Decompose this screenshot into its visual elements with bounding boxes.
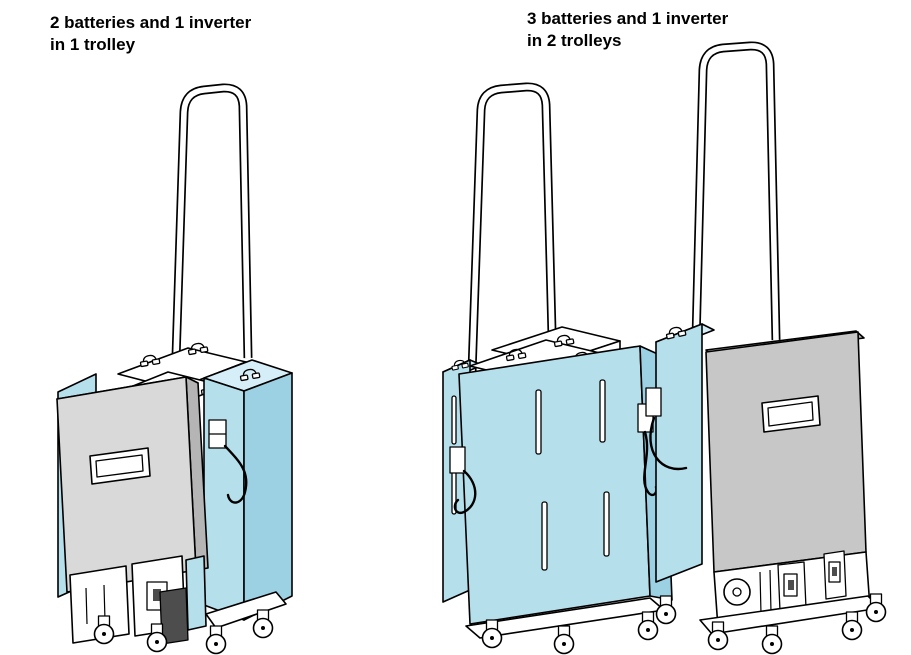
battery-slot <box>603 491 610 557</box>
trolley-handle <box>467 82 558 373</box>
inverter-panel <box>705 331 867 573</box>
caption-right-line1: 3 batteries and 1 inverter <box>527 9 729 28</box>
base-units <box>713 550 871 629</box>
caption-right-line2: in 2 trolleys <box>527 31 622 51</box>
connector-box <box>645 387 662 417</box>
caption-left-line2: in 1 trolley <box>50 35 136 55</box>
inverter-unit <box>705 330 867 573</box>
breaker-switch <box>153 589 161 601</box>
base-slat <box>759 571 762 615</box>
handle-outline <box>467 82 558 373</box>
cable-assembly <box>208 419 248 504</box>
breaker-switch <box>788 580 794 590</box>
base-slat <box>769 569 772 613</box>
power-cable <box>453 469 477 515</box>
handle-tube <box>693 43 779 341</box>
handle-tube <box>469 84 556 373</box>
battery-pack-right <box>203 359 293 621</box>
handle-outline <box>691 41 781 341</box>
battery-side-face <box>243 372 293 621</box>
battery-slot <box>541 501 548 571</box>
battery-front-face <box>203 377 245 621</box>
battery-slot <box>599 379 606 443</box>
caster-wheel <box>761 625 783 655</box>
inverter-trolley <box>645 41 887 655</box>
base-box-slot <box>85 587 88 625</box>
base-units <box>69 555 287 645</box>
handle-tube <box>173 85 251 359</box>
inverter-display <box>761 395 821 433</box>
power-cable <box>223 444 248 504</box>
cable-assembly <box>449 403 658 515</box>
battery-slot <box>451 395 457 445</box>
caster-wheel <box>553 625 575 655</box>
caster-wheel <box>205 625 227 655</box>
battery-side-panel <box>655 323 703 583</box>
right-trolleys <box>442 41 887 655</box>
handle-outline <box>171 83 253 359</box>
connector-box <box>449 446 466 474</box>
breaker-switch <box>832 567 837 576</box>
vent-hub <box>732 587 742 597</box>
base-box <box>69 565 130 644</box>
inverter-display <box>89 447 151 485</box>
battery-front-face <box>458 345 651 625</box>
trolley-handle <box>171 83 253 359</box>
base-platform <box>205 591 287 629</box>
base-box-slot <box>103 584 106 622</box>
battery-slot <box>535 389 542 455</box>
inverter-display-window <box>767 401 814 427</box>
trolley-handle <box>691 41 781 341</box>
caption-right: 3 batteries and 1 inverter in 2 trolleys <box>527 8 728 53</box>
power-cable <box>649 416 688 471</box>
left-trolley <box>56 83 293 655</box>
battery-trolley <box>442 82 677 655</box>
cable-assembly <box>645 387 688 471</box>
blue-foot <box>185 555 207 631</box>
caption-left: 2 batteries and 1 inverter in 1 trolley <box>50 12 251 57</box>
inverter-display-window <box>95 454 144 478</box>
caster-wheel <box>637 611 659 641</box>
caster-wheel <box>841 611 863 641</box>
caption-left-line1: 2 batteries and 1 inverter <box>50 13 252 32</box>
